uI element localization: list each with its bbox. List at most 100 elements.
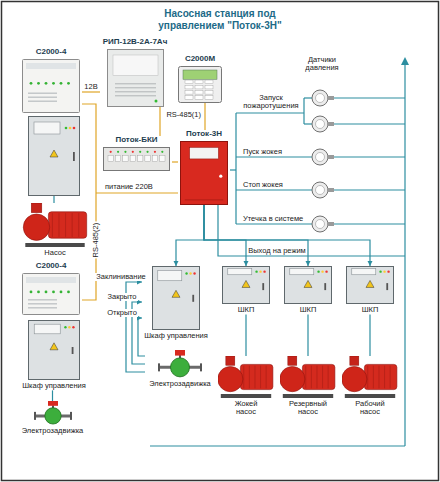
module-strip xyxy=(26,63,76,69)
wire-label: Выход на режим xyxy=(247,247,307,255)
indication-unit: Поток-БКИ xyxy=(101,136,172,171)
wire xyxy=(236,112,304,113)
led xyxy=(193,272,195,274)
motor-rib xyxy=(52,213,53,237)
upper-cabinet xyxy=(29,117,80,204)
motor-rib xyxy=(254,366,255,389)
motor-rib xyxy=(58,213,59,237)
pump-volute xyxy=(218,367,243,392)
bki-cell xyxy=(108,155,113,161)
pressure-sensor xyxy=(312,216,334,232)
led xyxy=(60,290,63,293)
wire xyxy=(236,189,312,190)
pump-flange xyxy=(288,356,297,365)
valve-flange xyxy=(70,412,72,420)
motor-rib xyxy=(367,366,368,389)
power-wire xyxy=(96,192,178,193)
controller-box: С2000-4 xyxy=(20,262,82,315)
psu-body xyxy=(107,49,163,106)
controller-line xyxy=(185,199,223,200)
connector xyxy=(138,318,145,356)
led xyxy=(30,82,33,85)
led xyxy=(379,270,381,272)
cabinet-handle xyxy=(386,283,388,290)
motor-rib xyxy=(384,366,385,389)
led xyxy=(110,151,112,153)
led xyxy=(132,151,134,153)
module-mark xyxy=(28,307,57,309)
arrow-head xyxy=(306,261,311,266)
device-icon xyxy=(342,356,398,398)
device-icon xyxy=(22,59,80,113)
led xyxy=(383,270,385,272)
device-icon xyxy=(103,147,170,171)
cabinet-body xyxy=(29,321,80,380)
node-label: Поток-3Н xyxy=(186,130,222,139)
wire-label: Утечка в системе xyxy=(242,215,304,223)
psu-louvre xyxy=(115,83,156,84)
warning-sign xyxy=(242,280,250,287)
cabinet-handle xyxy=(73,152,75,161)
node-label: С2000-4 xyxy=(36,262,67,271)
pump-cabinet: ШКП xyxy=(216,266,276,314)
pressure-sensor xyxy=(312,149,334,165)
keypad-key xyxy=(185,80,193,84)
pump-base xyxy=(25,243,84,247)
connector xyxy=(172,161,178,162)
module-body xyxy=(23,59,80,112)
pump-motor xyxy=(48,212,86,238)
node-label: Жокей насос xyxy=(224,400,268,417)
warning-sign xyxy=(172,290,180,297)
sensor-stem xyxy=(327,96,334,100)
controller-box: С2000-4 xyxy=(20,48,82,113)
led xyxy=(154,99,157,102)
bki-cell xyxy=(115,155,120,161)
cabinet-panel xyxy=(34,122,60,134)
warning-sign xyxy=(50,343,58,350)
node-label: ШКП xyxy=(238,306,255,314)
wire xyxy=(303,98,304,124)
edge-label: 12В xyxy=(83,83,98,91)
keypad-key xyxy=(185,85,193,89)
device-icon xyxy=(284,266,332,304)
node-label: Резервный насос xyxy=(286,400,330,417)
device-icon xyxy=(180,141,228,205)
arrow-head xyxy=(401,57,409,65)
sensor-wires xyxy=(150,64,405,446)
led xyxy=(259,270,261,272)
keypad-key xyxy=(195,85,203,89)
device-icon xyxy=(178,66,222,103)
module-body xyxy=(23,273,80,314)
warning-sign xyxy=(304,280,312,287)
motor-rib xyxy=(260,366,261,389)
edge-label: RS-485(2) xyxy=(92,222,100,259)
bki-cell xyxy=(130,155,135,161)
led xyxy=(146,151,148,153)
device-icon xyxy=(346,266,394,304)
sensor-stem xyxy=(327,188,334,192)
led xyxy=(321,270,323,272)
power-supply: РИП-12В-2А-7Ач xyxy=(100,38,170,107)
led xyxy=(124,151,126,153)
module-mark xyxy=(28,96,57,98)
motor-rib xyxy=(243,366,244,389)
motor-rib xyxy=(65,213,66,237)
psu-louvre xyxy=(115,95,156,96)
sensor-stem xyxy=(327,155,334,159)
sensor-dial xyxy=(316,120,325,129)
wire xyxy=(236,223,312,224)
sensor-dial xyxy=(316,186,325,195)
led xyxy=(161,151,163,153)
keypad-key xyxy=(185,96,193,100)
bki-body xyxy=(104,147,170,170)
device-icon xyxy=(222,266,270,304)
led xyxy=(52,290,55,293)
wire xyxy=(304,123,312,124)
pump-motor xyxy=(240,364,272,389)
controller-window xyxy=(190,147,219,159)
control-cabinet: Шкаф управления xyxy=(18,320,90,390)
pump-cabinet: ШКП xyxy=(278,266,338,314)
cable xyxy=(53,196,54,203)
connector xyxy=(82,91,100,92)
